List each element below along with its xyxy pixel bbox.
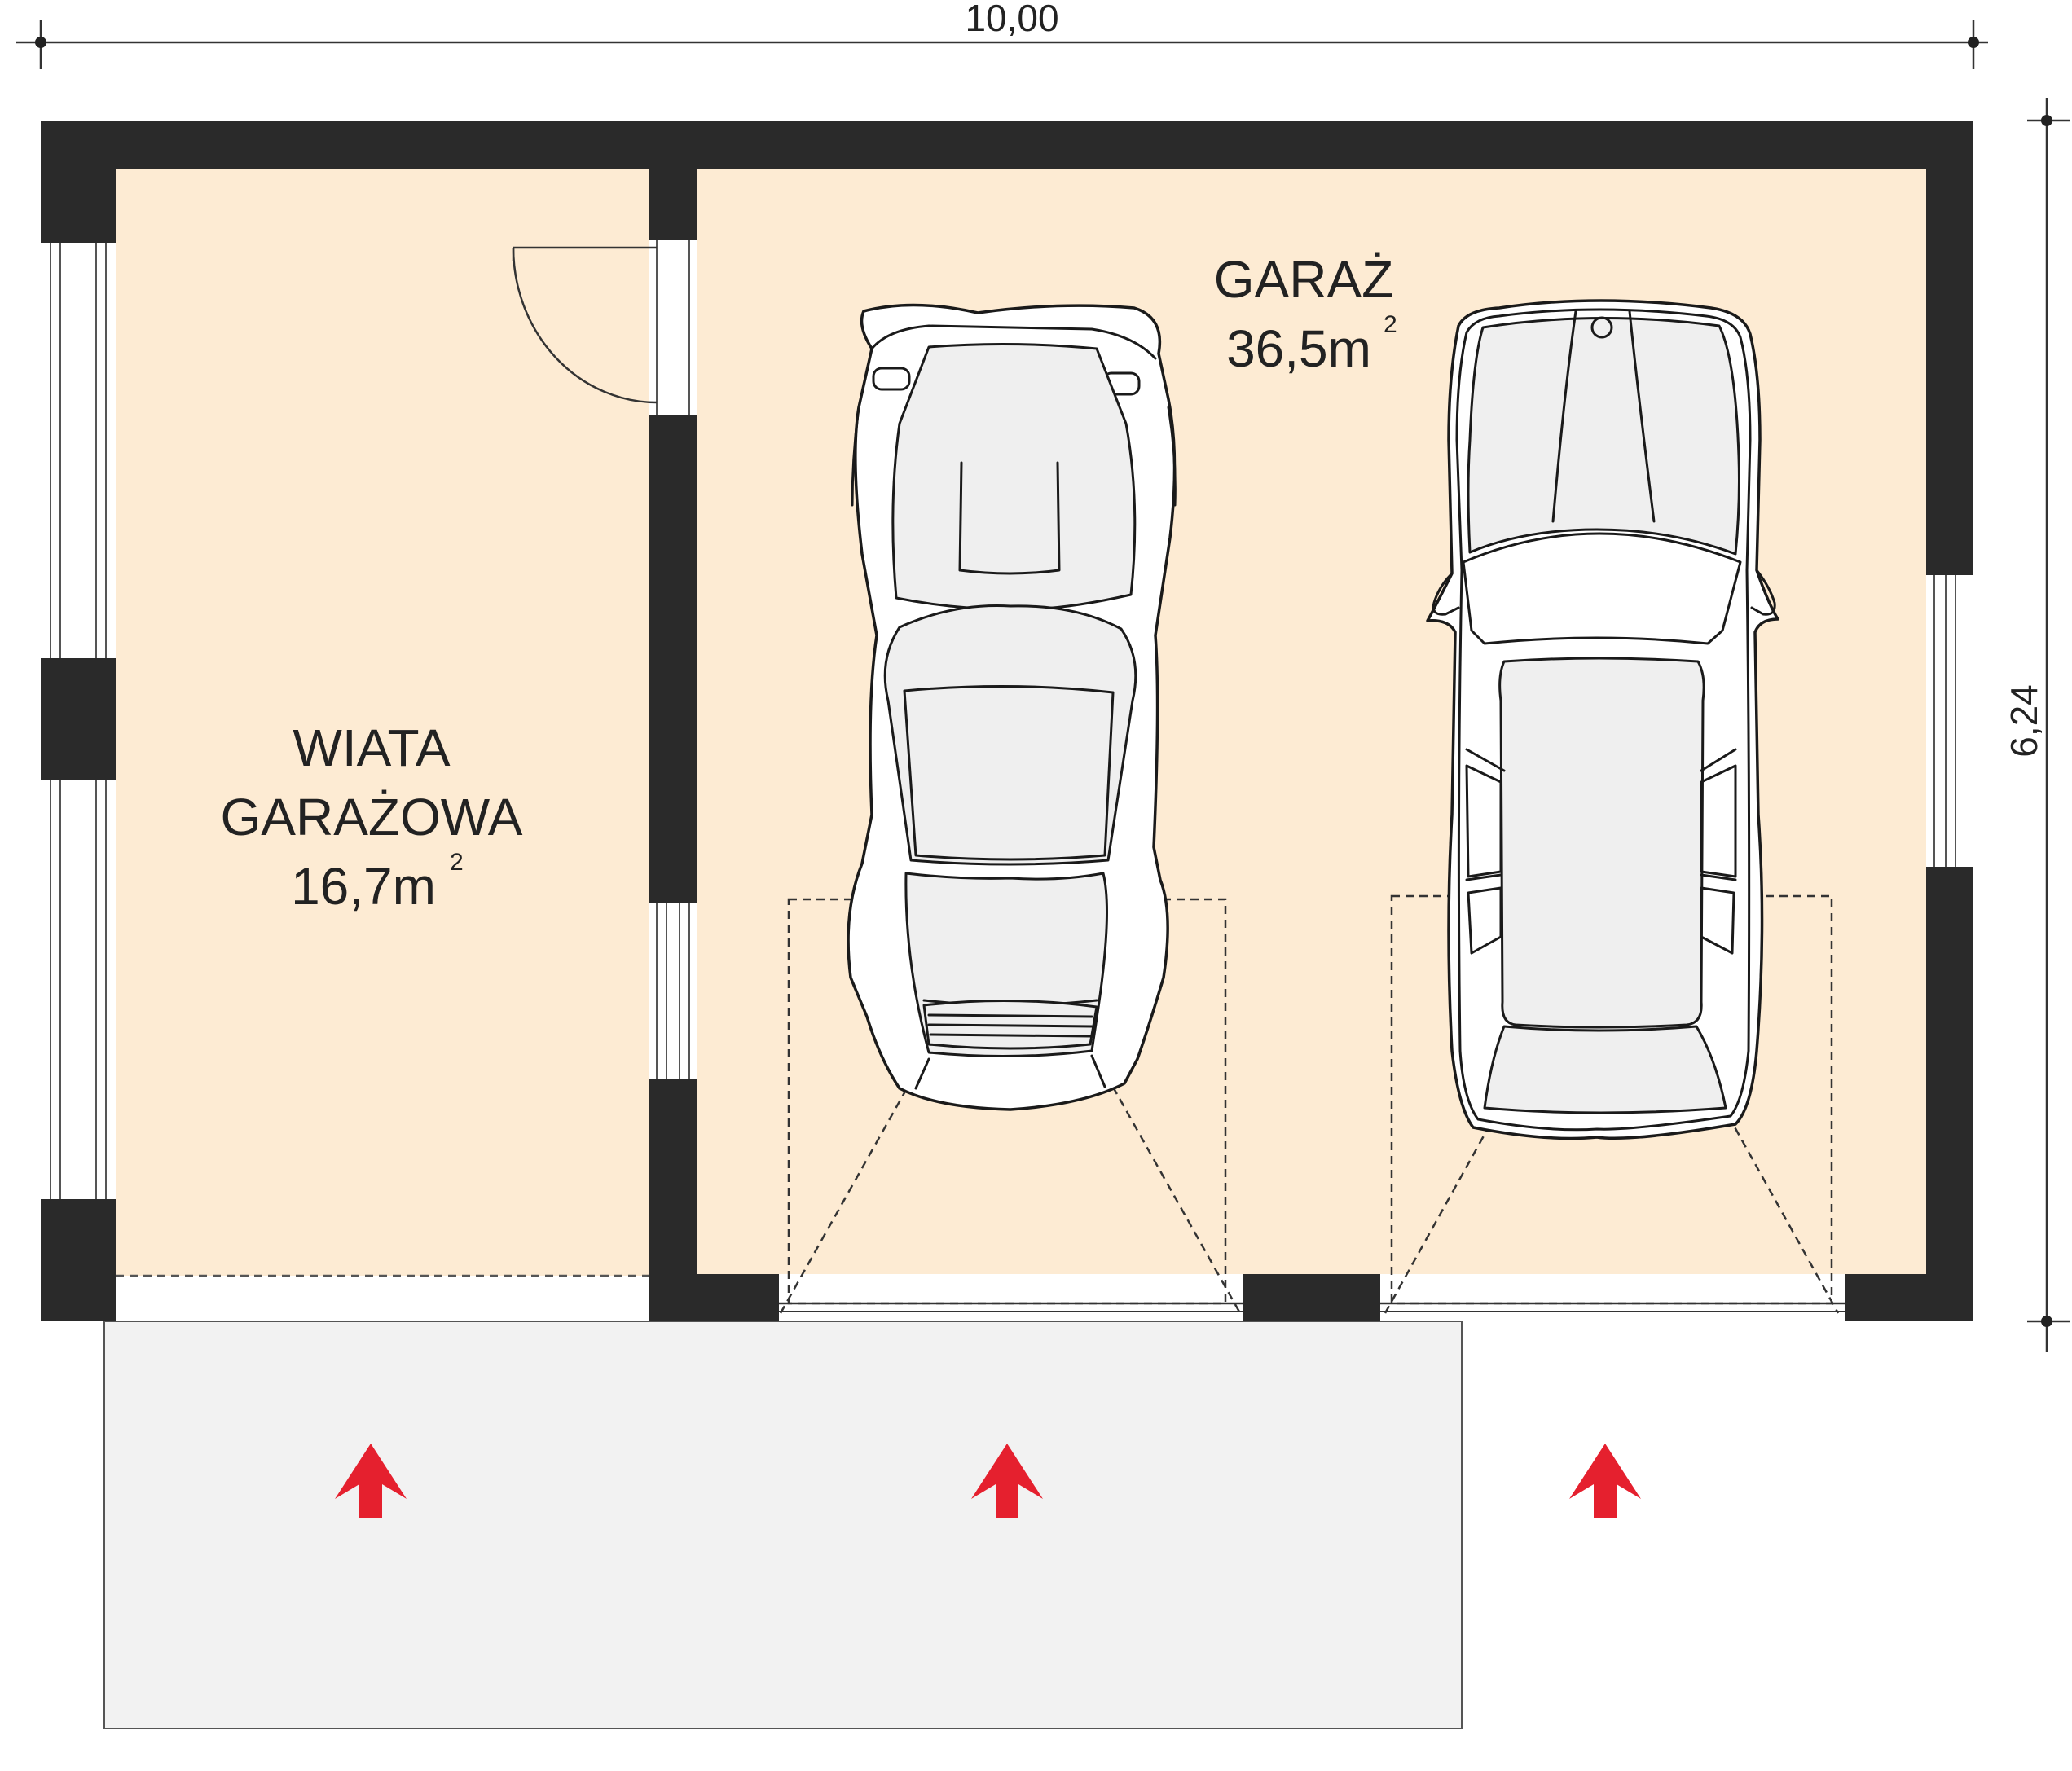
room-name-line2: GARAŻOWA (221, 788, 523, 846)
room-area-sup: 2 (1384, 311, 1397, 338)
window-left-lower (41, 780, 116, 1199)
door-swing-icon (512, 247, 658, 404)
wiata-open-front (116, 1276, 649, 1321)
room-name-line1: GARAŻ (1214, 250, 1393, 309)
garage-door-right (1380, 1274, 1845, 1321)
width-dimension-label: 10,00 (965, 0, 1058, 39)
window-left-upper (41, 243, 116, 658)
inner-door (512, 240, 697, 415)
car-icon (847, 303, 1177, 1111)
room-name-line1: WIATA (293, 719, 450, 777)
arrow-up-icon (1569, 1444, 1641, 1518)
window-right (1926, 575, 1973, 867)
room-area: 16,7m (291, 857, 436, 916)
car-icon (1426, 299, 1779, 1140)
arrow-up-icon (971, 1444, 1043, 1518)
door-guide-left (779, 898, 1242, 1314)
garage-door-left (779, 1274, 1243, 1321)
dimension-right: 6,24 (2003, 98, 2070, 1352)
dimension-top: 10,00 (16, 0, 1988, 69)
depth-dimension-label: 6,24 (2003, 684, 2045, 758)
room-area-sup: 2 (450, 849, 464, 876)
driveway-apron (103, 1321, 1463, 1729)
room-label-wiata: WIATA GARAŻOWA 16,7m 2 (221, 719, 523, 916)
arrow-up-icon (335, 1444, 407, 1518)
room-area: 36,5m (1226, 319, 1371, 378)
door-guide-right (1384, 894, 1840, 1314)
inner-window (649, 903, 697, 1079)
room-label-garaz: GARAŻ 36,5m 2 (1214, 250, 1397, 378)
